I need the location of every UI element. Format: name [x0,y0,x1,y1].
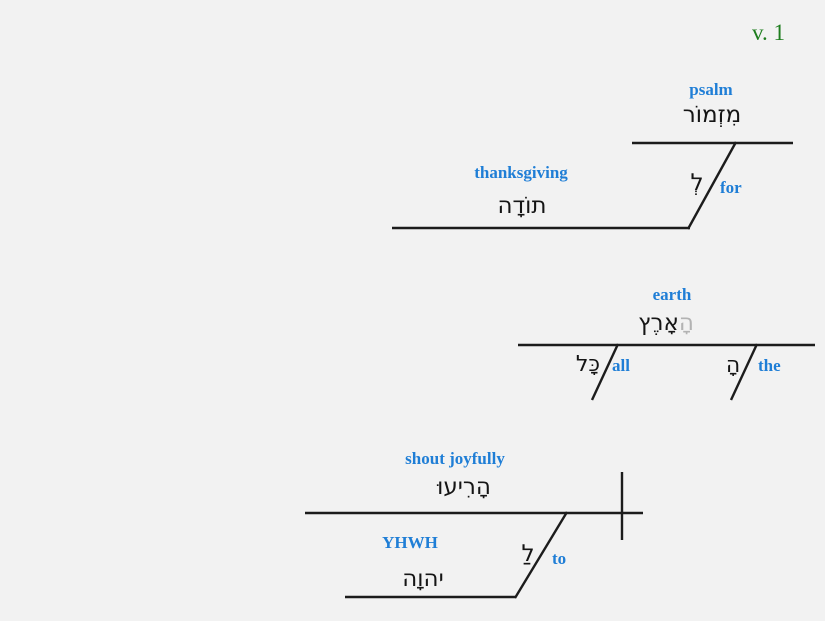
to-prep-hebrew: לַ [521,541,535,567]
yhwh-gloss: YHWH [382,533,438,552]
the-article-gloss: the [758,356,781,375]
for-prep-gloss: for [720,178,742,197]
verse-label: v. 1 [752,20,786,45]
earth-hebrew-article-faded: הָ [678,310,694,336]
the-article-diagonal-line [729,343,759,401]
all-gloss: all [612,356,630,375]
shout-joyfully-hebrew: הָרִיעוּ [437,474,491,500]
thanksgiving-hebrew: תוֹדָה [497,193,547,219]
shout-joyfully-gloss: shout joyfully [405,449,505,468]
psalm-hebrew: מִזְמוֹר [682,102,742,128]
thanksgiving-gloss: thanksgiving [474,163,568,182]
the-article-hebrew: הָ [725,353,741,378]
for-prep-hebrew: לְ [690,170,704,196]
earth-gloss: earth [652,285,692,304]
all-hebrew: כָּל [575,352,601,377]
psalm-prep-diagonal-line [686,141,738,230]
psalm-gloss: psalm [689,80,733,99]
all-modifier-diagonal-line [590,343,620,401]
earth-hebrew-noun: אָרֶץ [638,310,679,336]
yhwh-hebrew: יהוָה [402,566,444,592]
earth-hebrew: הָאָרֶץ [638,310,694,338]
to-prep-gloss: to [552,549,567,568]
to-prep-diagonal-line [513,511,569,599]
